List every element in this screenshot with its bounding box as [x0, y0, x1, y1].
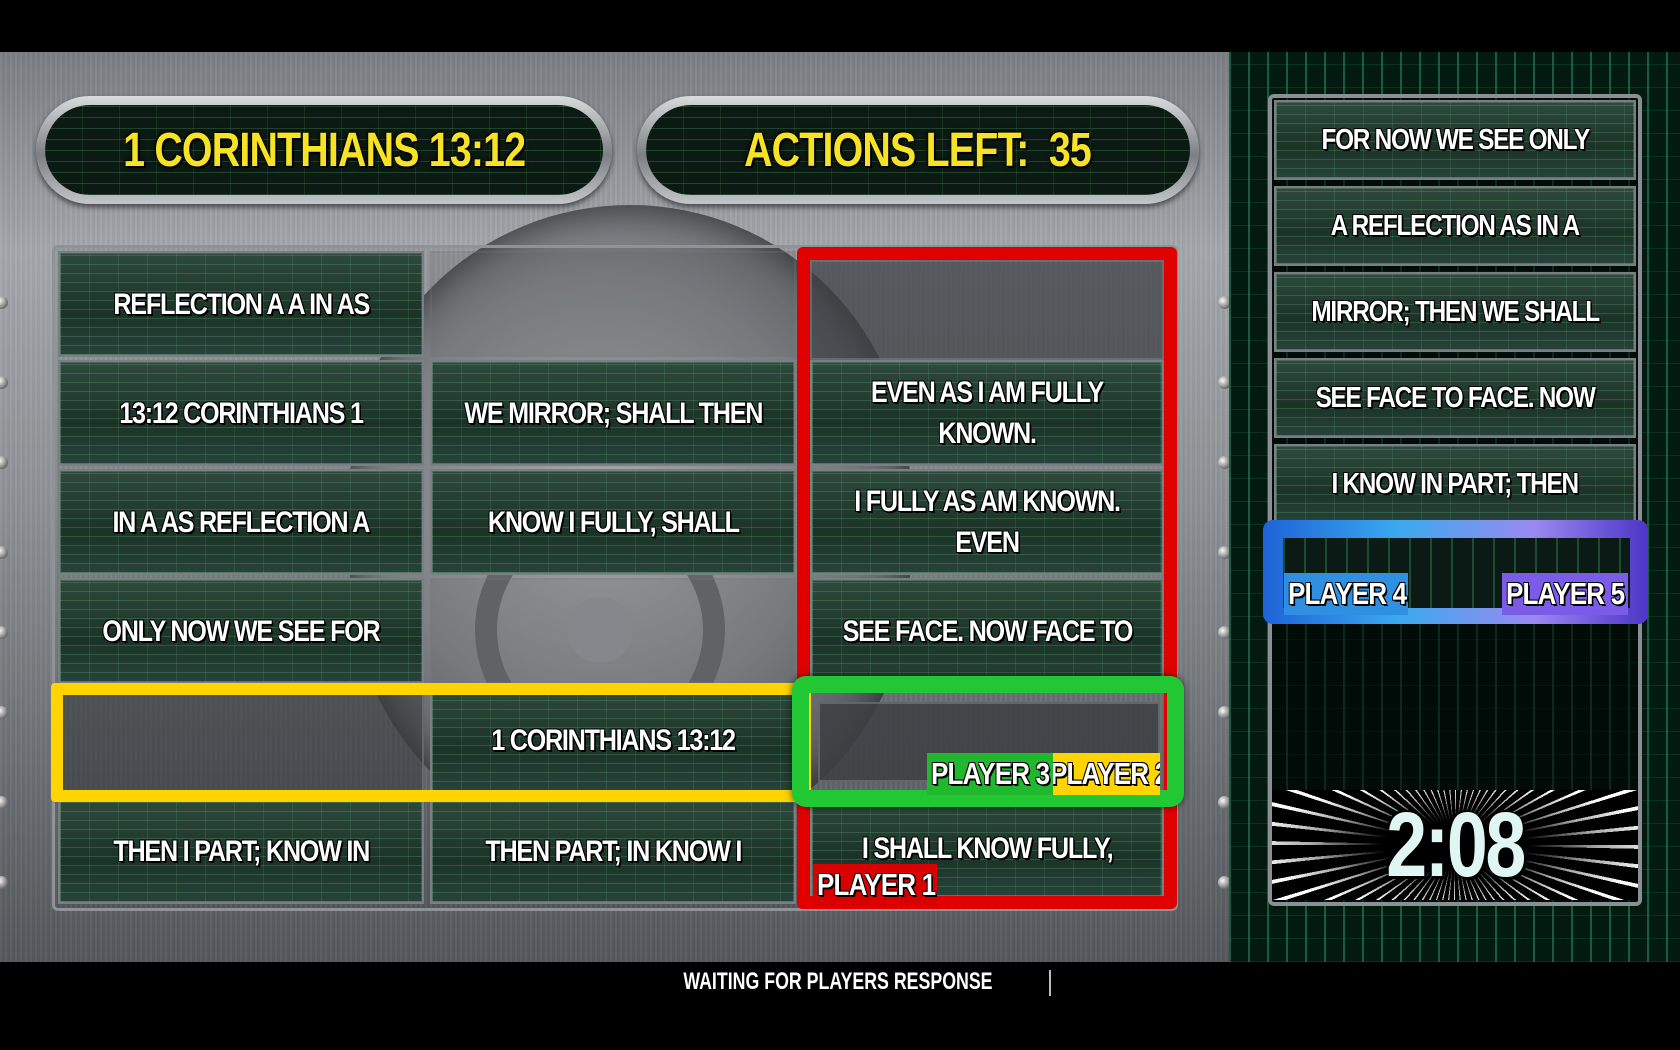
rivet-decoration: [1218, 376, 1231, 389]
rivet-decoration: [0, 546, 8, 559]
rivet-decoration: [1218, 546, 1231, 559]
rivet-decoration: [1218, 876, 1231, 889]
grid-empty-r4-c2[interactable]: [430, 578, 796, 684]
text-caret: [1049, 969, 1051, 996]
grid-tile-r6-c1[interactable]: THEN I PART; KNOW IN: [58, 798, 424, 904]
grid-empty-r5-c1[interactable]: [58, 687, 424, 793]
grid-tile-r3-c2[interactable]: KNOW I FULLY, SHALL: [430, 469, 796, 575]
player3-tag: PLAYER 3: [927, 753, 1053, 795]
grid-empty-r1-c3[interactable]: [810, 260, 1164, 360]
reference-panel: 1 CORINTHIANS 13:12: [36, 96, 612, 204]
rivet-decoration: [0, 796, 8, 809]
rivet-decoration: [1218, 296, 1231, 309]
grid-tile-r2-c3[interactable]: EVEN AS I AM FULLY KNOWN.: [810, 360, 1164, 466]
rivet-decoration: [0, 626, 8, 639]
rivet-decoration: [0, 456, 8, 469]
grid-tile-r2-c1[interactable]: 13:12 CORINTHIANS 1: [58, 360, 424, 466]
player2-selection-outline: [51, 683, 811, 802]
rivet-decoration: [1218, 456, 1231, 469]
rivet-decoration: [0, 706, 8, 719]
actions-left-label: ACTIONS LEFT: 35: [744, 123, 1093, 177]
grid-tile-r1-c1[interactable]: REFLECTION A A IN AS: [58, 251, 424, 357]
grid-tile-r4-c1[interactable]: ONLY NOW WE SEE FOR: [58, 578, 424, 684]
countdown-timer: 2:08: [1272, 790, 1638, 900]
rivet-decoration: [1218, 626, 1231, 639]
verse-line-2: A REFLECTION AS IN A: [1274, 186, 1636, 266]
verse-line-1: FOR NOW WE SEE ONLY: [1274, 100, 1636, 180]
actions-left-count: 35: [1049, 123, 1092, 177]
grid-tile-r5-c2[interactable]: 1 CORINTHIANS 13:12: [430, 687, 796, 793]
rivet-decoration: [0, 876, 8, 889]
player4-tag: PLAYER 4: [1284, 573, 1408, 615]
actions-panel: ACTIONS LEFT: 35: [637, 96, 1199, 204]
verse-line-4: SEE FACE TO FACE. NOW: [1274, 358, 1636, 438]
grid-tile-r2-c2[interactable]: WE MIRROR; SHALL THEN: [430, 360, 796, 466]
rivet-decoration: [0, 376, 8, 389]
player3-selection-outline: [792, 676, 1184, 807]
status-message: WAITING FOR PLAYERS RESPONSE: [0, 962, 1680, 1002]
grid-tile-r4-c3[interactable]: SEE FACE. NOW FACE TO: [810, 578, 1164, 684]
grid-empty-r1-c2[interactable]: [430, 251, 796, 357]
player1-selection-outline: [797, 247, 1177, 909]
reference-title: 1 CORINTHIANS 13:12: [122, 123, 526, 177]
grid-tile-r3-c1[interactable]: IN A AS REFLECTION A: [58, 469, 424, 575]
rivet-decoration: [0, 296, 8, 309]
player2-tag: PLAYER 2: [1046, 753, 1160, 795]
player5-tag: PLAYER 5: [1502, 573, 1628, 615]
grid-tile-r6-c2[interactable]: THEN PART; IN KNOW I: [430, 798, 796, 904]
player1-tag: PLAYER 1: [813, 864, 937, 906]
verse-line-3: MIRROR; THEN WE SHALL: [1274, 272, 1636, 352]
rivet-decoration: [1218, 796, 1231, 809]
verse-line-5: I KNOW IN PART; THEN: [1274, 444, 1636, 524]
grid-tile-r3-c3[interactable]: I FULLY AS AM KNOWN. EVEN: [810, 469, 1164, 575]
rivet-decoration: [1218, 706, 1231, 719]
timer-value: 2:08: [1386, 793, 1526, 896]
